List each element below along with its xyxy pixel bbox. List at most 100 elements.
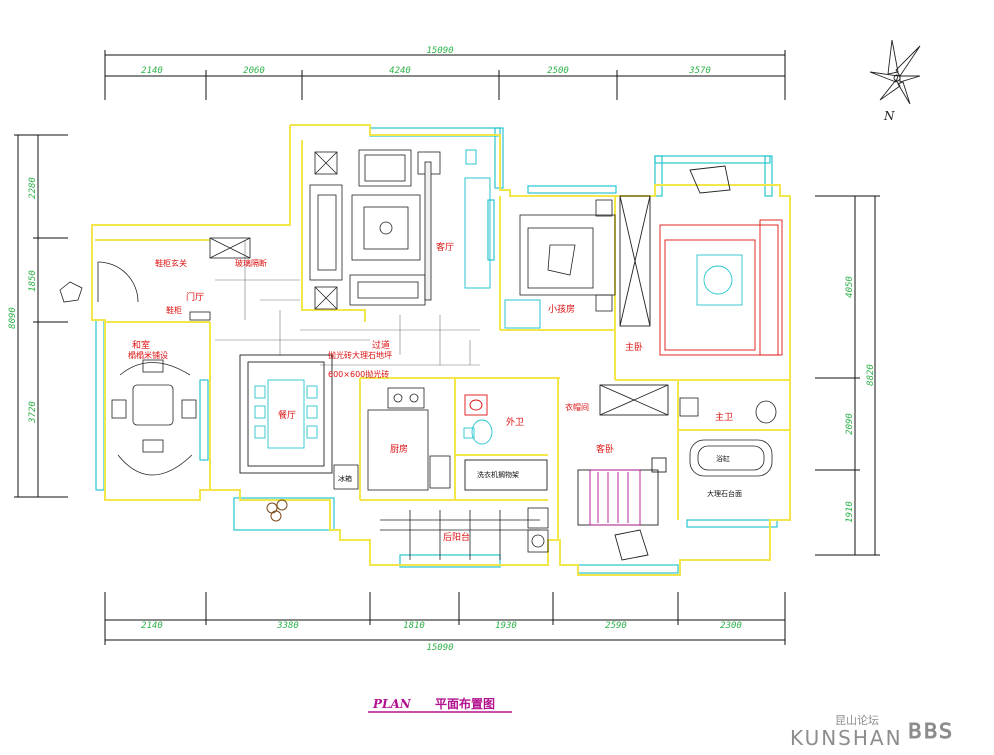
side-table (314, 151, 338, 175)
label-fridge: 冰箱 (338, 474, 352, 483)
dimension-top (104, 50, 786, 100)
dimension-left (14, 134, 68, 498)
dimension-bottom (104, 592, 786, 645)
dim-left-seg: 2280 (28, 177, 38, 199)
kitchen (333, 387, 451, 491)
basin (679, 397, 699, 417)
watermark-mark: BBS (908, 719, 954, 743)
dining (239, 354, 333, 474)
room-label-guest-bedroom: 客卧 (596, 443, 614, 455)
laundry-shelf (464, 459, 548, 491)
cushion (142, 359, 164, 373)
entry-mat (59, 281, 83, 303)
plant-icon (465, 149, 477, 165)
room-label-master-bath: 主卫 (715, 411, 733, 423)
dim-bottom-seg: 1810 (403, 621, 425, 631)
note-marble-counter: 大理石台面 (707, 489, 742, 498)
room-label-master-bedroom: 主卧 (625, 341, 643, 353)
bed (527, 227, 594, 289)
note-entrance-cabinet: 鞋柜玄关 (155, 258, 187, 268)
note-floor-tile: 600×600抛光砖 (328, 369, 389, 379)
note-bath-tub: 浴缸 (716, 454, 730, 463)
living-room (309, 149, 441, 310)
note-glass-partition: 玻璃隔断 (235, 258, 267, 268)
dining-carpet (239, 354, 333, 474)
carpet (519, 214, 616, 296)
toilet (755, 400, 777, 424)
glass-partition (209, 237, 251, 259)
note-shoe-cabinet: 鞋柜 (166, 305, 182, 315)
chair (254, 425, 266, 439)
guest-bedroom (577, 384, 669, 561)
bath-tub (689, 439, 773, 477)
small-bedroom (519, 199, 616, 312)
stove (387, 387, 425, 409)
pillow (547, 244, 576, 276)
room-label-rear-balcony: 后阳台 (443, 531, 470, 543)
dim-left-seg: 1850 (28, 270, 38, 292)
armchair-icon (689, 165, 731, 194)
master-bath (679, 397, 777, 477)
dim-bottom-total: 15090 (426, 643, 453, 653)
dim-right-total: 8820 (866, 364, 876, 386)
watermark-latin: KUNSHAN (790, 726, 903, 750)
nightstand (595, 199, 613, 217)
display-wall (464, 177, 491, 289)
chair (306, 405, 318, 419)
dim-left-total: 8090 (8, 307, 18, 329)
chair (306, 385, 318, 399)
tea-table (132, 384, 174, 426)
dim-right-seg: 1910 (845, 501, 855, 523)
room-label-kitchen: 厨房 (390, 443, 408, 455)
armchair-icon (614, 529, 649, 561)
dim-top-seg: 4240 (389, 66, 411, 76)
dim-left-seg: 3720 (28, 401, 38, 424)
wardrobe (619, 195, 651, 327)
dim-right-seg: 4050 (845, 276, 855, 298)
nightstand (651, 457, 667, 473)
nightstand (595, 294, 613, 312)
compass-north-label: N (883, 109, 895, 123)
japanese-room (111, 359, 197, 476)
desk (504, 299, 541, 329)
plant-icon (379, 221, 393, 235)
dim-top-seg: 2140 (141, 66, 163, 76)
room-label-living: 客厅 (436, 241, 454, 253)
bed (659, 224, 779, 356)
blanket-pattern (696, 254, 743, 306)
dim-bottom-seg: 3380 (276, 621, 299, 631)
compass-icon (869, 39, 921, 105)
carpet (351, 194, 421, 261)
walls (91, 124, 791, 576)
room-label-small-bedroom: 小孩房 (548, 303, 575, 315)
dryer (527, 529, 549, 553)
room-label-corridor: 过道 (372, 339, 390, 351)
washing-machine (527, 507, 549, 529)
room-label-outer-bath: 外卫 (506, 416, 524, 428)
sofa (349, 274, 426, 306)
dim-top-seg: 2500 (547, 66, 569, 76)
note-laundry-shelf: 洗衣机搁物架 (477, 470, 519, 479)
door-swing (97, 261, 139, 303)
note-tatami: 榻榻米铺设 (128, 350, 168, 360)
note-marble-floor: 抛光砖大理石地坪 (328, 350, 392, 360)
room-label-dining: 餐厅 (278, 409, 296, 421)
dining-table (267, 379, 305, 449)
master-bedroom (619, 165, 783, 356)
room-label-japanese-room: 和室 (132, 339, 150, 351)
wardrobe (599, 384, 669, 416)
dim-top-total: 15090 (426, 46, 453, 56)
dimension-right (815, 195, 880, 556)
dim-bottom-seg: 2590 (605, 621, 627, 631)
chair (254, 405, 266, 419)
guide-lines (215, 240, 480, 366)
room-label-foyer: 门厅 (186, 291, 204, 303)
drawing-title-en: PLAN (372, 697, 412, 711)
coffee-table (363, 206, 409, 250)
foyer (59, 237, 251, 321)
dim-top-seg: 2060 (243, 66, 265, 76)
dim-bottom-seg: 2140 (141, 621, 163, 631)
cushion (142, 439, 164, 453)
drawing-title-cn: 平面布置图 (435, 696, 495, 711)
